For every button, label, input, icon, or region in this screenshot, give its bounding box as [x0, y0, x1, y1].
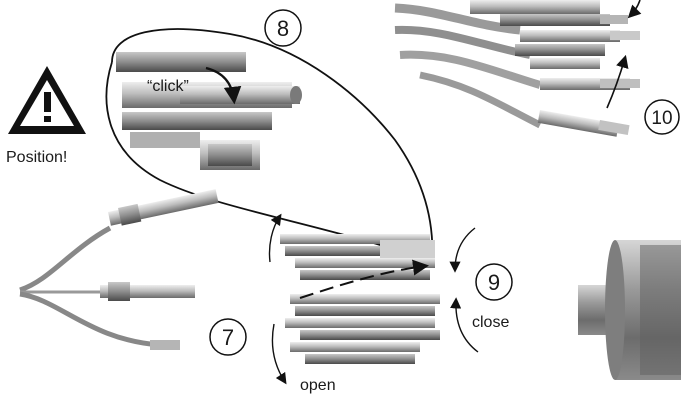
open-label: open	[300, 377, 336, 394]
rotate-arrow-10-top	[627, 0, 642, 19]
click-label: “click”	[147, 78, 189, 95]
rotate-arrow-10	[606, 54, 629, 109]
rotate-arrow-left-top	[268, 213, 282, 263]
connector-housing-right	[578, 240, 681, 380]
connector-closeup	[116, 52, 302, 170]
step-10-number: 10	[651, 108, 672, 129]
close-label: close	[472, 314, 509, 331]
close-arrow-top	[449, 227, 476, 273]
open-arrow	[271, 323, 287, 385]
cable-bundle-top-right	[394, 0, 640, 137]
warning-triangle-icon	[8, 66, 86, 134]
step-8-circle	[264, 9, 302, 47]
step-7-number: 7	[222, 325, 234, 350]
insert-dashed-arrow	[299, 259, 429, 299]
step-10-circle	[644, 99, 680, 135]
warning-label: Position!	[6, 149, 67, 166]
step-9-circle	[475, 263, 513, 301]
close-arrow-bottom	[450, 297, 479, 353]
click-arrow	[205, 66, 242, 105]
step-7-circle	[209, 318, 247, 356]
central-connector-bundle	[280, 234, 440, 364]
step-9-number: 9	[488, 270, 500, 295]
cable-assembly-left	[19, 189, 219, 350]
step-8-number: 8	[277, 16, 289, 41]
zoom-bubble-outline-top	[111, 28, 434, 263]
